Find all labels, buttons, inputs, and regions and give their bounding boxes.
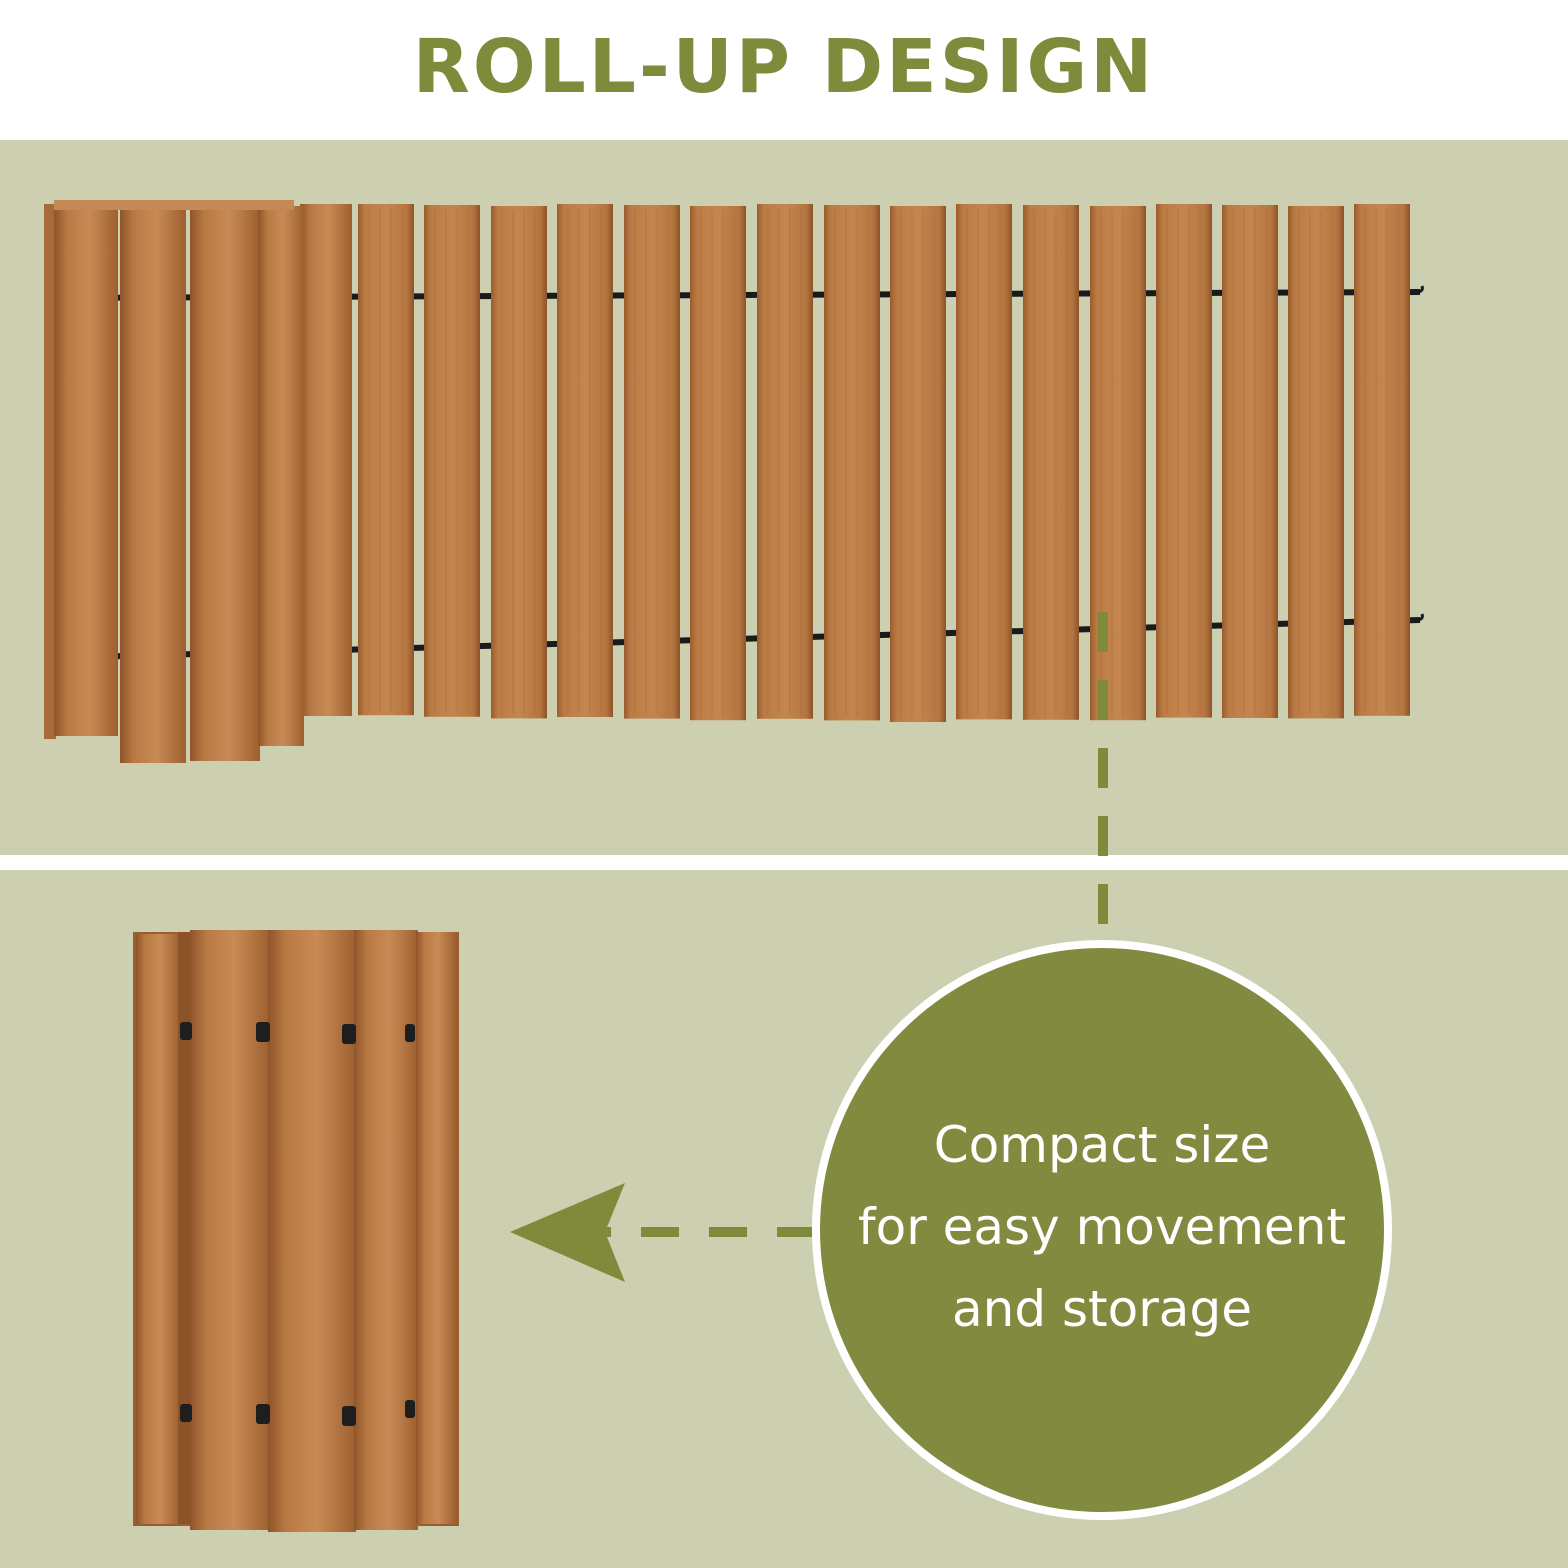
callout-text: Compact size for easy movement and stora…	[858, 1104, 1346, 1350]
wood-slat	[824, 205, 880, 721]
wood-slat	[890, 206, 946, 722]
wood-slat	[1288, 206, 1344, 719]
wood-slat	[557, 204, 613, 717]
wood-slat	[358, 204, 414, 716]
wood-slat	[1023, 205, 1079, 720]
wood-slat	[1222, 205, 1278, 718]
wood-slat	[491, 206, 547, 719]
page-title: ROLL-UP DESIGN	[412, 24, 1156, 110]
wood-slat	[956, 204, 1012, 720]
callout-circle: Compact size for easy movement and stora…	[812, 940, 1392, 1520]
wood-slat	[624, 205, 680, 719]
callout-line-2: for easy movement	[858, 1198, 1346, 1256]
wood-slat	[1354, 204, 1410, 716]
wood-slat	[1156, 204, 1212, 718]
rolled-border-image	[133, 930, 459, 1532]
unrolled-border-image	[44, 200, 1424, 763]
callout-line-3: and storage	[952, 1280, 1252, 1338]
wood-slat	[424, 205, 480, 717]
callout-line-1: Compact size	[933, 1116, 1271, 1174]
wood-slat	[757, 204, 813, 719]
header: ROLL-UP DESIGN	[0, 0, 1568, 140]
arrow-left-icon	[510, 1183, 625, 1282]
wood-slat	[690, 206, 746, 721]
